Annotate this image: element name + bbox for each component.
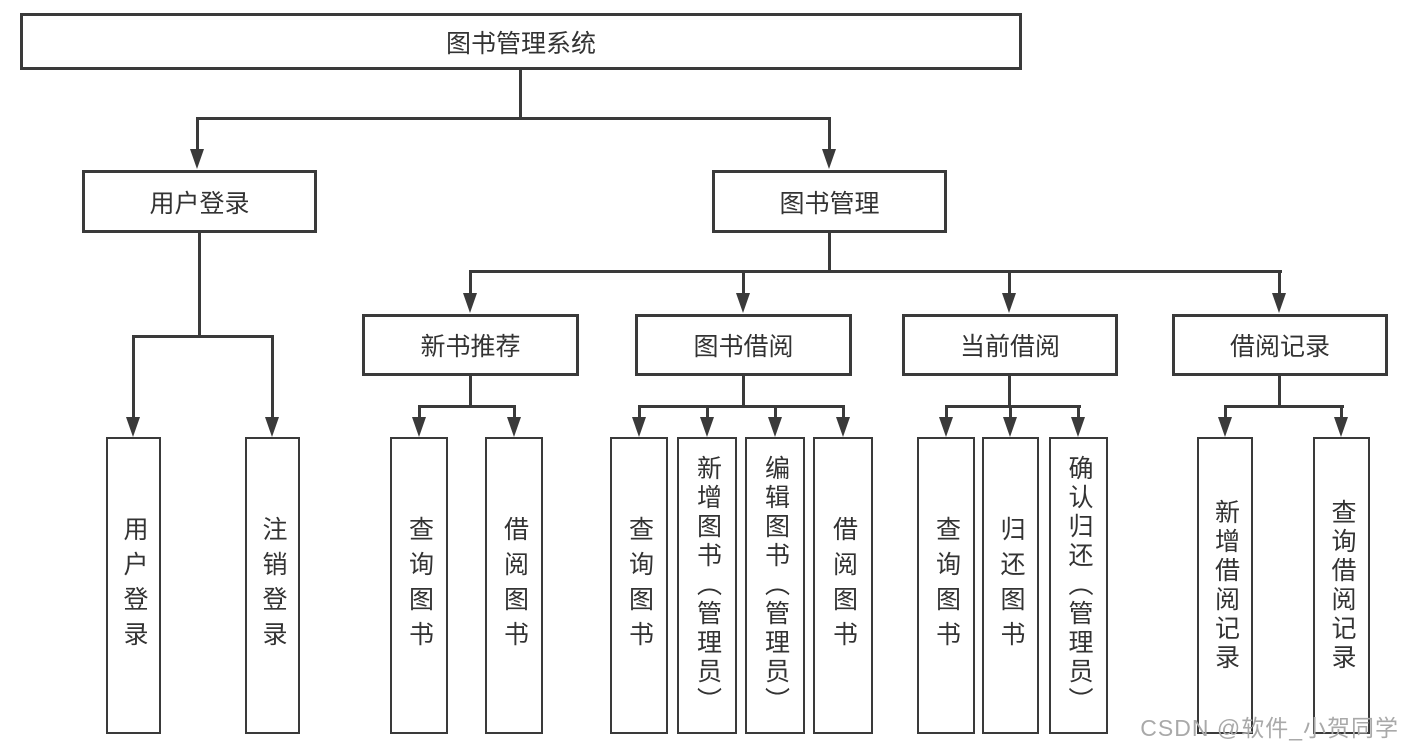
leaf-query-books-current: 查询图书 <box>917 437 975 734</box>
node-new-book-recommend: 新书推荐 <box>362 314 579 376</box>
connector-line <box>1340 407 1343 418</box>
connector-line <box>944 407 948 418</box>
node-borrow-records: 借阅记录 <box>1172 314 1388 376</box>
connector-line <box>637 405 845 408</box>
connector-line <box>705 407 709 418</box>
arrow-down-icon <box>411 417 426 437</box>
connector-line <box>944 405 1081 408</box>
connector-line <box>1008 272 1011 293</box>
leaf-query-books-current-label: 查询图书 <box>932 515 961 656</box>
connector-line <box>1009 407 1012 418</box>
connector-line <box>469 272 472 293</box>
leaf-query-borrow-record-label: 查询借阅记录 <box>1328 498 1356 673</box>
connector-line <box>132 337 135 418</box>
node-book-borrow-label: 图书借阅 <box>693 333 794 361</box>
arrow-down-icon <box>699 417 714 437</box>
connector-line <box>637 407 641 418</box>
arrow-down-icon <box>822 149 836 169</box>
arrow-down-icon <box>1003 417 1017 437</box>
leaf-add-borrow-record-label: 新增借阅记录 <box>1211 498 1240 673</box>
leaf-edit-books-admin-label: 编辑图书（管理员） <box>761 455 790 716</box>
arrow-down-icon <box>631 417 646 437</box>
leaf-borrow-books: 借阅图书 <box>813 437 873 734</box>
arrow-down-icon <box>1002 293 1016 313</box>
leaf-confirm-return-admin: 确认归还（管理员） <box>1049 437 1108 734</box>
connector-line <box>742 272 745 293</box>
leaf-user-login: 用户登录 <box>106 437 161 734</box>
leaf-query-books-recommend: 查询图书 <box>390 437 448 734</box>
leaf-query-books-recommend-label: 查询图书 <box>405 515 434 656</box>
arrow-down-icon <box>1217 417 1232 437</box>
connector-line <box>196 117 831 120</box>
leaf-add-books-admin: 新增图书（管理员） <box>677 437 737 734</box>
leaf-query-books-borrow: 查询图书 <box>610 437 668 734</box>
leaf-borrow-books-recommend: 借阅图书 <box>485 437 543 734</box>
connector-line <box>132 335 274 338</box>
leaf-logout-label: 注销登录 <box>259 515 287 656</box>
leaf-add-borrow-record: 新增借阅记录 <box>1197 437 1253 734</box>
leaf-logout: 注销登录 <box>245 437 300 734</box>
arrow-down-icon <box>506 417 521 437</box>
node-book-management: 图书管理 <box>712 170 947 233</box>
connector-line <box>1077 407 1080 418</box>
node-book-borrow: 图书借阅 <box>635 314 852 376</box>
node-new-book-recommend-label: 新书推荐 <box>420 333 521 361</box>
connector-line <box>828 119 831 150</box>
connector-line <box>1223 405 1344 408</box>
node-user-login-label: 用户登录 <box>149 189 250 218</box>
connector-line <box>841 407 845 418</box>
node-current-borrow-label: 当前借阅 <box>959 333 1060 361</box>
arrow-down-icon <box>126 417 140 437</box>
node-library-system: 图书管理系统 <box>20 13 1022 70</box>
leaf-return-books-label: 归还图书 <box>997 515 1025 656</box>
connector-line <box>417 407 421 418</box>
arrow-down-icon <box>736 293 750 313</box>
leaf-borrow-books-recommend-label: 借阅图书 <box>500 515 529 656</box>
node-borrow-records-label: 借阅记录 <box>1229 333 1330 361</box>
arrow-down-icon <box>1272 293 1286 313</box>
connector-line <box>196 119 199 150</box>
connector-line <box>1278 272 1281 293</box>
connector-line <box>742 376 745 407</box>
arrow-down-icon <box>1334 417 1348 437</box>
connector-line <box>469 270 1282 273</box>
node-book-management-label: 图书管理 <box>779 189 880 218</box>
node-user-login: 用户登录 <box>82 170 317 233</box>
connector-line <box>1278 376 1281 407</box>
arrow-down-icon <box>767 417 782 437</box>
connector-line <box>1223 407 1227 418</box>
node-current-borrow: 当前借阅 <box>902 314 1118 376</box>
connector-line <box>271 337 274 418</box>
connector-line <box>417 405 516 408</box>
connector-line <box>469 376 472 407</box>
arrow-down-icon <box>938 417 953 437</box>
leaf-user-login-label: 用户登录 <box>120 515 148 656</box>
node-library-system-label: 图书管理系统 <box>445 29 596 58</box>
leaf-query-books-borrow-label: 查询图书 <box>625 515 654 656</box>
arrow-down-icon <box>463 293 477 313</box>
leaf-return-books: 归还图书 <box>982 437 1039 734</box>
leaf-confirm-return-admin-label: 确认归还（管理员） <box>1065 455 1093 716</box>
connector-line <box>1008 376 1011 407</box>
connector-line <box>518 70 522 120</box>
connector-line <box>198 233 201 337</box>
arrow-down-icon <box>190 149 204 169</box>
connector-line <box>773 407 777 418</box>
leaf-add-books-admin-label: 新增图书（管理员） <box>693 455 722 716</box>
leaf-edit-books-admin: 编辑图书（管理员） <box>745 437 805 734</box>
connector-line <box>512 407 516 418</box>
leaf-borrow-books-label: 借阅图书 <box>829 515 858 656</box>
arrow-down-icon <box>1071 417 1085 437</box>
connector-line <box>828 233 831 272</box>
arrow-down-icon <box>265 417 279 437</box>
csdn-watermark: CSDN @软件_小贺同学 <box>1140 715 1399 741</box>
leaf-query-borrow-record: 查询借阅记录 <box>1313 437 1370 734</box>
arrow-down-icon <box>835 417 850 437</box>
